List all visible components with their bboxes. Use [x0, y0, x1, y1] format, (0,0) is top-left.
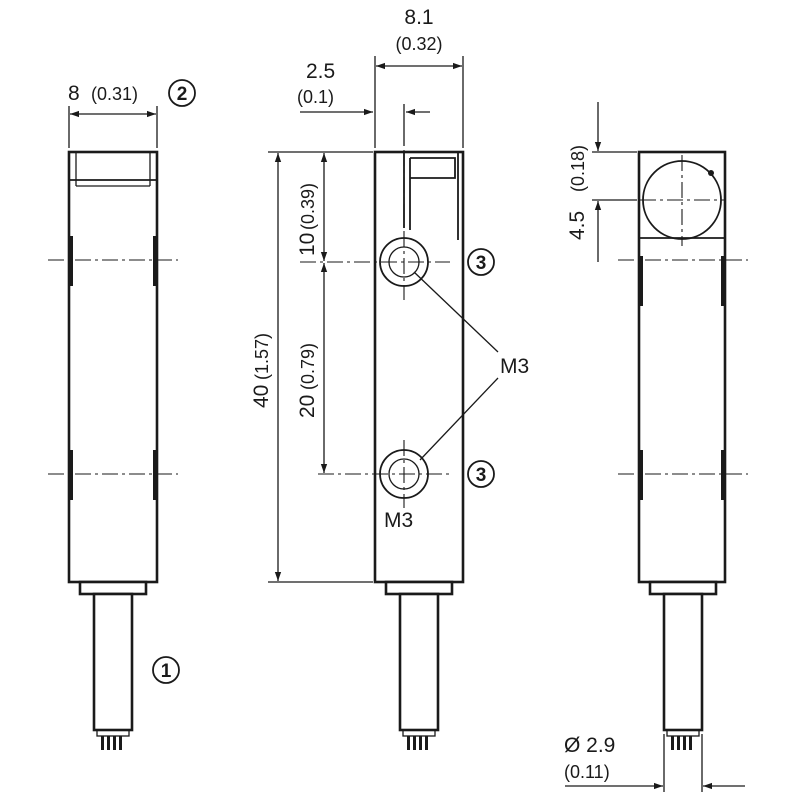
callout-1-circle: [152, 656, 180, 684]
callout-3-top-number: 3: [476, 253, 487, 274]
dim-pos-10-value: 10: [296, 233, 319, 256]
left-housing: [67, 150, 159, 584]
dim-width-8-1-inch: (0.32): [395, 34, 442, 54]
callout-2-circle: [168, 79, 196, 107]
left-cable: [92, 592, 134, 732]
front-housing: [373, 150, 465, 584]
dim-spacing-20-inch: (0.79): [298, 343, 318, 390]
dim-width-8-1-value: 8.1: [404, 6, 433, 29]
dim-diameter-2-9-inch: (0.11): [564, 762, 610, 782]
left-side-view: 8 (0.31) 2 1: [48, 79, 196, 750]
callout-3-bottom-circle: [467, 460, 495, 488]
dim-length-40-inch: (1.57): [252, 333, 272, 380]
thread-label-m3: M3: [500, 355, 529, 378]
rear-side-view: 4.5 (0.18) Ø 2.9 (0.11): [564, 102, 748, 792]
dim-height-4-5-inch: (0.18): [568, 145, 588, 192]
dim-offset-2-5-value: 2.5: [306, 60, 335, 83]
dim-pos-10-inch: (0.39): [298, 183, 318, 230]
front-cable: [398, 592, 440, 732]
front-view: 8.1 (0.32) 2.5 (0.1) 40 (1.57) 10 (0.39)…: [250, 6, 529, 750]
callout-3-bottom-number: 3: [476, 465, 487, 486]
dim-height-4-5-value: 4.5: [566, 211, 589, 240]
dim-offset-2-5-inch: (0.1): [297, 87, 334, 107]
dim-width-8-value: 8: [68, 82, 80, 105]
callout-1-number: 1: [161, 661, 172, 682]
rear-cable: [662, 592, 704, 732]
thread-label-m3-hole: M3: [384, 509, 413, 532]
dim-length-40-value: 40: [250, 385, 273, 408]
callout-3-top-circle: [467, 248, 495, 276]
dim-diameter-2-9-value: Ø 2.9: [564, 734, 615, 757]
callout-2-number: 2: [177, 84, 188, 105]
dim-spacing-20-value: 20: [296, 395, 319, 418]
dim-width-8-inch: (0.31): [91, 84, 138, 104]
